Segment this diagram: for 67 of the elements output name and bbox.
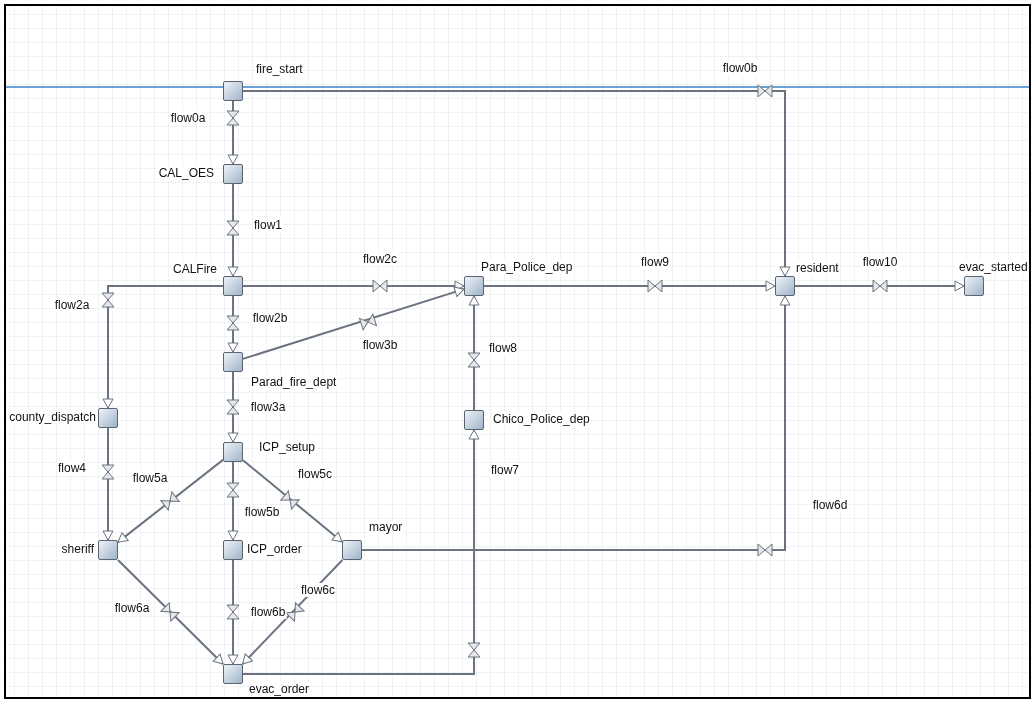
flow-arrow	[227, 183, 239, 277]
stock-label: CALFire	[172, 262, 218, 276]
flow-arrow	[117, 458, 224, 544]
stock-label: evac_started	[958, 260, 1029, 274]
stock-label: Chico_Police_dep	[492, 412, 591, 426]
edge-label: flow6c	[300, 583, 336, 597]
flow-arrow	[227, 559, 239, 665]
edge-label: flow5b	[243, 505, 281, 519]
edge-label: flow1	[253, 218, 283, 232]
stock-label: county_dispatch	[8, 410, 97, 424]
stock-box	[775, 276, 795, 296]
flow-arrow	[242, 286, 465, 360]
flow-arrow	[117, 558, 224, 666]
edge-label: flow2c	[362, 252, 398, 266]
edge-label: flow5a	[131, 471, 169, 485]
flow-arrow	[242, 90, 791, 277]
flow-arrow	[468, 295, 480, 411]
stock-label: resident	[795, 261, 840, 275]
flow-arrow	[227, 295, 239, 353]
flow-arrow	[227, 100, 239, 165]
flow-arrow	[102, 285, 224, 409]
flow-arrow	[227, 461, 239, 541]
edge-label: flow8	[488, 341, 518, 355]
edge-label: flow6a	[113, 601, 151, 615]
stock-box	[223, 81, 243, 101]
flow-arrow	[483, 280, 776, 292]
edge-label: flow3a	[249, 400, 287, 414]
flow-arrow	[361, 295, 791, 551]
edge-label: flow0a	[169, 111, 207, 125]
edge-label: flow5c	[297, 467, 333, 481]
edge-label: flow7	[490, 463, 520, 477]
stock-box	[464, 410, 484, 430]
stock-box	[98, 408, 118, 428]
flow-arrow	[227, 371, 239, 443]
edge-label: flow2b	[251, 311, 289, 325]
stock-box	[464, 276, 484, 296]
stock-label: ICP_order	[246, 542, 303, 556]
edge-label: flow3b	[361, 338, 399, 352]
edge-label: flow6d	[811, 498, 849, 512]
stock-box	[223, 442, 243, 462]
stock-box	[98, 540, 118, 560]
edge-label: flow6b	[249, 605, 287, 619]
stock-box	[223, 540, 243, 560]
stock-label: fire_start	[255, 62, 304, 76]
stock-label: Parad_fire_dept	[250, 375, 338, 389]
stock-label: evac_order	[248, 682, 311, 696]
stock-label: CAL_OES	[157, 166, 215, 180]
flow-arrow	[242, 429, 480, 675]
stock-label: Para_Police_dep	[480, 260, 574, 274]
stock-box	[964, 276, 984, 296]
stock-box	[342, 540, 362, 560]
edge-label: flow2a	[53, 298, 91, 312]
flow-arrow	[794, 280, 965, 292]
flow-arrow	[102, 427, 114, 541]
stock-box	[223, 276, 243, 296]
stock-box	[223, 664, 243, 684]
stock-label: mayor	[368, 520, 404, 534]
edge-label: flow4	[57, 461, 87, 475]
flow-arrow	[241, 559, 344, 665]
edge-label: flow9	[640, 255, 670, 269]
edge-label: flow0b	[721, 61, 759, 75]
stock-box	[223, 164, 243, 184]
stock-label: ICP_setup	[258, 440, 317, 454]
flow-arrow	[242, 459, 343, 543]
edge-label: flow10	[861, 255, 899, 269]
stock-label: sheriff	[60, 542, 95, 556]
stock-box	[223, 352, 243, 372]
